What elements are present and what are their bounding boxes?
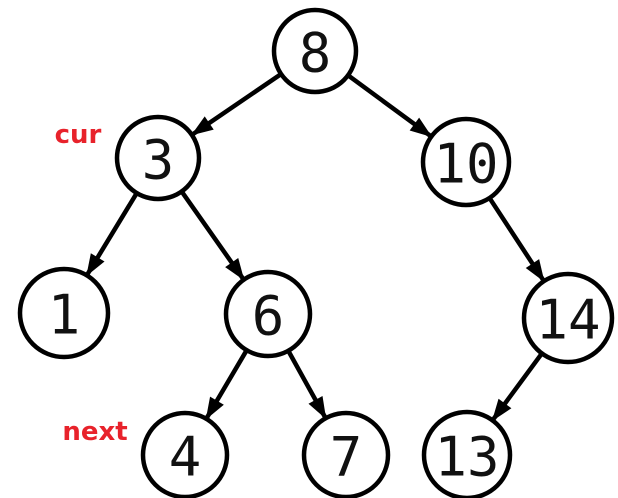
node-circle-10 xyxy=(420,116,512,208)
tree-node-6: 6 xyxy=(223,269,313,359)
node-circle-13 xyxy=(421,409,513,498)
edge-6-7 xyxy=(285,347,328,420)
node-circle-8 xyxy=(271,7,359,95)
tree-node-10: 10 xyxy=(420,116,512,208)
next-pointer-label: next xyxy=(62,417,127,447)
node-value-10: 10 xyxy=(433,133,498,196)
node-value-6: 6 xyxy=(252,285,285,348)
node-value-8: 8 xyxy=(299,22,332,85)
tree-node-13: 13 xyxy=(421,409,513,498)
tree-node-8: 8 xyxy=(271,7,359,95)
node-circle-7 xyxy=(301,410,391,498)
node-value-4: 4 xyxy=(169,426,202,489)
tree-node-1: 1 xyxy=(17,266,111,360)
node-circle-6 xyxy=(223,269,313,359)
node-circle-4 xyxy=(140,410,230,498)
tree-node-3: 3 xyxy=(114,114,202,202)
node-value-14: 14 xyxy=(535,289,600,352)
node-circle-3 xyxy=(114,114,202,202)
node-circle-1 xyxy=(17,266,111,360)
edge-8-3 xyxy=(190,71,285,137)
edge-3-1 xyxy=(85,189,140,277)
node-value-7: 7 xyxy=(330,426,363,489)
node-value-3: 3 xyxy=(142,129,175,192)
edge-10-14 xyxy=(486,194,546,283)
tree-node-4: 4 xyxy=(140,410,230,498)
tree-node-14: 14 xyxy=(521,271,615,365)
edge-6-4 xyxy=(204,347,250,421)
node-value-1: 1 xyxy=(48,284,81,347)
edge-8-10 xyxy=(344,72,433,139)
tree-node-7: 7 xyxy=(301,410,391,498)
cur-pointer-label: cur xyxy=(55,120,102,150)
edge-14-13 xyxy=(490,350,545,422)
edge-3-6 xyxy=(178,188,246,282)
node-value-13: 13 xyxy=(434,426,499,489)
node-circle-14 xyxy=(521,271,615,365)
